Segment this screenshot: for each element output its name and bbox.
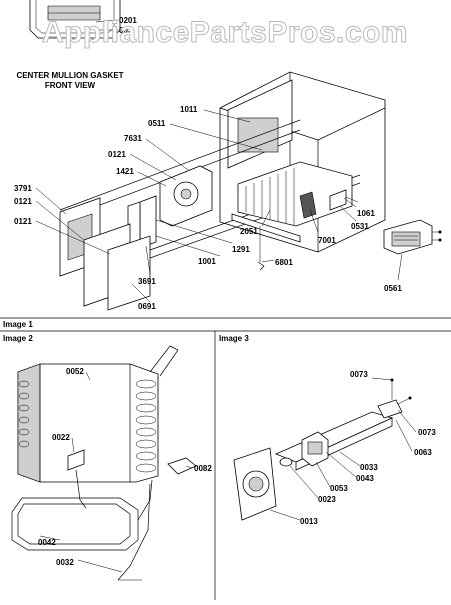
image2-label-0052: 0052	[66, 367, 84, 376]
main-label-0121-b: 0121	[14, 197, 32, 206]
main-label-2051: 2051	[240, 227, 258, 236]
image2-leader-lines	[39, 371, 193, 573]
main-label-1421: 1421	[116, 167, 134, 176]
main-label-0121-a: 0121	[108, 150, 126, 159]
main-label-0121-c: 0121	[14, 217, 32, 226]
evaporator-fins	[245, 168, 295, 225]
image2-label-0022: 0022	[52, 433, 70, 442]
image3-leader-lines	[269, 377, 417, 521]
image3-label-0033: 0033	[360, 463, 378, 472]
inset-label-b: 003	[119, 26, 133, 35]
main-label-0511: 0511	[148, 119, 166, 128]
image3-panel: Image 3 0073 0073 0063 003	[219, 334, 436, 526]
image3-label-0063: 0063	[414, 448, 432, 457]
main-label-7631: 7631	[124, 134, 142, 143]
image3-label-0053: 0053	[330, 484, 348, 493]
image1-title: Image 1	[3, 320, 33, 329]
inset-caption-line2: FRONT VIEW	[45, 81, 96, 90]
image2-title: Image 2	[3, 334, 33, 343]
image3-label-0013: 0013	[300, 517, 318, 526]
image3-label-0073-top: 0073	[350, 370, 368, 379]
mullion-gasket-inset: 0201 003 CENTER MULLION GASKET FRONT VIE…	[16, 0, 137, 90]
main-label-0691: 0691	[138, 302, 156, 311]
main-label-7001: 7001	[318, 236, 336, 245]
image2-panel: Image 2	[3, 334, 212, 581]
main-label-6801: 6801	[275, 258, 293, 267]
image3-label-0023: 0023	[318, 495, 336, 504]
main-label-0531: 0531	[351, 222, 369, 231]
main-label-1001: 1001	[198, 257, 216, 266]
main-label-0561: 0561	[384, 284, 402, 293]
main-label-1011: 1011	[180, 105, 198, 114]
image2-label-0082: 0082	[194, 464, 212, 473]
main-leader-lines	[35, 109, 403, 303]
main-label-1291: 1291	[232, 245, 250, 254]
watermark-text: AppliancePartsPros.com	[42, 16, 408, 49]
image3-title: Image 3	[219, 334, 249, 343]
main-label-3791: 3791	[14, 184, 32, 193]
image2-label-0032: 0032	[56, 558, 74, 567]
main-exploded-view: 1011 0511 7631 0121 1421 3791 0121 0121 …	[14, 71, 442, 311]
main-label-1061: 1061	[357, 209, 375, 218]
image2-label-0042: 0042	[38, 538, 56, 547]
image3-label-0043: 0043	[356, 474, 374, 483]
inset-caption-line1: CENTER MULLION GASKET	[16, 71, 123, 80]
inset-label-a: 0201	[119, 16, 137, 25]
image3-label-0073-right: 0073	[418, 428, 436, 437]
condenser-coils	[18, 379, 157, 473]
main-label-3691: 3691	[138, 277, 156, 286]
